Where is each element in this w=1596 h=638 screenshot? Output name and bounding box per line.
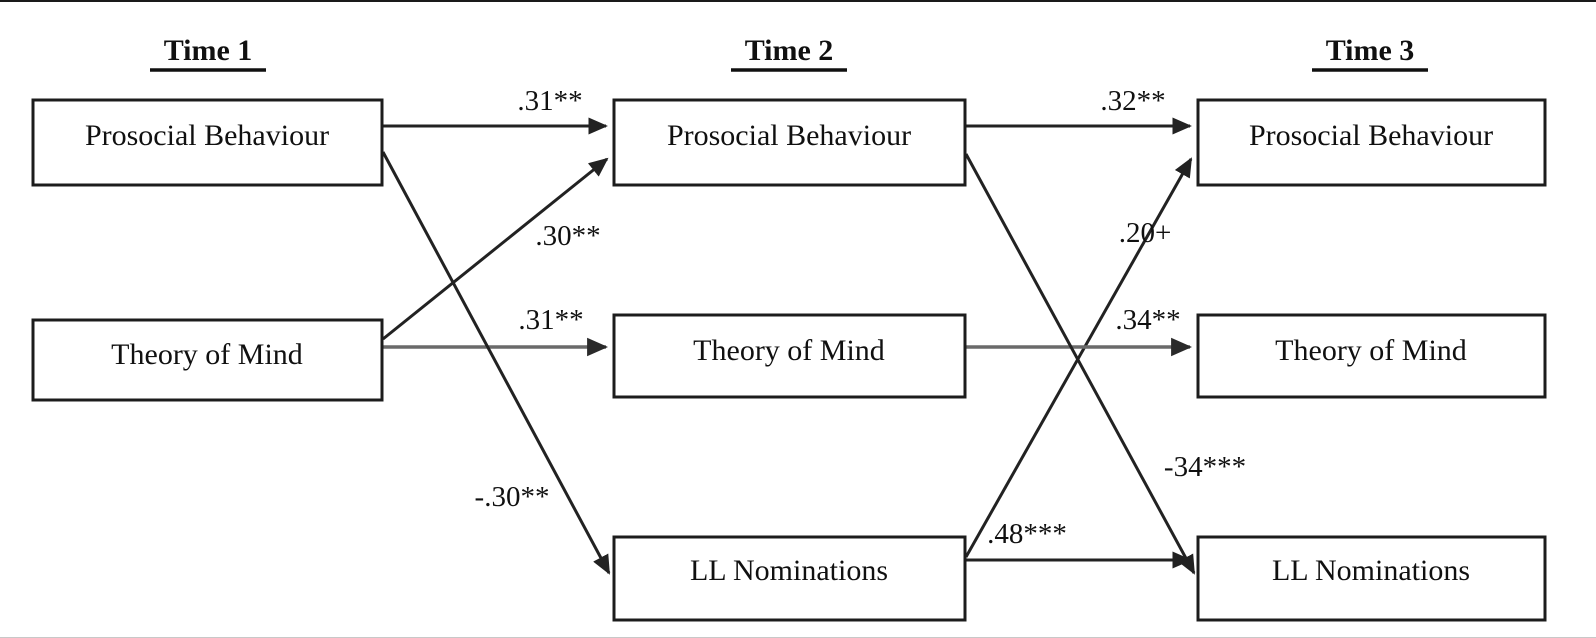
- column-header-label: Time 1: [164, 34, 253, 67]
- path-t2pb-to-t3ll: -34***: [964, 153, 1246, 575]
- path-coefficient-label: .32**: [1100, 85, 1165, 117]
- node-t3-theory-of-mind[interactable]: Theory of Mind: [1196, 313, 1547, 399]
- node-label: Theory of Mind: [111, 338, 303, 371]
- node-t2-ll-nominations[interactable]: LL Nominations: [612, 535, 967, 622]
- node-box-rect[interactable]: [1196, 313, 1547, 399]
- node-label: Theory of Mind: [693, 334, 885, 367]
- path-t2ll-to-t3ll: .48***: [966, 518, 1192, 569]
- path-coefficient-label: .20+: [1119, 217, 1172, 249]
- node-label: Prosocial Behaviour: [667, 119, 911, 152]
- column-header-time-2: Time 2: [731, 34, 847, 72]
- node-box-rect[interactable]: [1196, 535, 1547, 622]
- node-box-rect[interactable]: [1196, 98, 1547, 187]
- path-coefficient-label: .31**: [517, 85, 582, 117]
- path-t2tom-to-t3tom: .34**: [966, 304, 1193, 357]
- path-t1pb-to-t2pb: .31**: [383, 85, 608, 135]
- node-box-rect[interactable]: [612, 535, 967, 622]
- path-coefficient-label: .31**: [518, 304, 583, 336]
- path-arrow: [381, 151, 611, 575]
- node-t1-theory-of-mind[interactable]: Theory of Mind: [31, 318, 384, 402]
- node-label: LL Nominations: [690, 554, 888, 587]
- node-label: Theory of Mind: [1275, 334, 1467, 367]
- node-box-rect[interactable]: [612, 98, 967, 187]
- path-coefficient-label: .48***: [987, 518, 1067, 550]
- node-t1-prosocial-behaviour[interactable]: Prosocial Behaviour: [31, 98, 384, 187]
- column-header-label: Time 2: [745, 34, 834, 67]
- path-t1pb-to-t2ll: -.30**: [381, 151, 611, 575]
- path-t1tom-to-t2tom: .31**: [383, 304, 609, 357]
- node-t3-prosocial-behaviour[interactable]: Prosocial Behaviour: [1196, 98, 1547, 187]
- path-coefficient-label: -.30**: [475, 481, 550, 513]
- path-t2pb-to-t3pb: .32**: [966, 85, 1192, 135]
- node-t2-prosocial-behaviour[interactable]: Prosocial Behaviour: [612, 98, 967, 187]
- path-coefficient-label: .34**: [1115, 304, 1180, 336]
- node-label: Prosocial Behaviour: [1249, 119, 1493, 152]
- node-box-rect[interactable]: [31, 318, 384, 402]
- column-header-time-3: Time 3: [1312, 34, 1428, 72]
- node-label: Prosocial Behaviour: [85, 119, 329, 152]
- node-box-rect[interactable]: [612, 313, 967, 399]
- node-t2-theory-of-mind[interactable]: Theory of Mind: [612, 313, 967, 399]
- node-t3-ll-nominations[interactable]: LL Nominations: [1196, 535, 1547, 622]
- path-coefficient-label: .30**: [535, 220, 600, 252]
- node-box-rect[interactable]: [31, 98, 384, 187]
- path-coefficient-label: -34***: [1164, 451, 1246, 483]
- path-t1tom-to-t2pb: .30**: [382, 157, 609, 341]
- path-arrow: [382, 157, 609, 341]
- column-header-label: Time 3: [1326, 34, 1415, 67]
- column-header-time-1: Time 1: [150, 34, 266, 72]
- path-arrow: [964, 153, 1196, 575]
- node-label: LL Nominations: [1272, 554, 1470, 587]
